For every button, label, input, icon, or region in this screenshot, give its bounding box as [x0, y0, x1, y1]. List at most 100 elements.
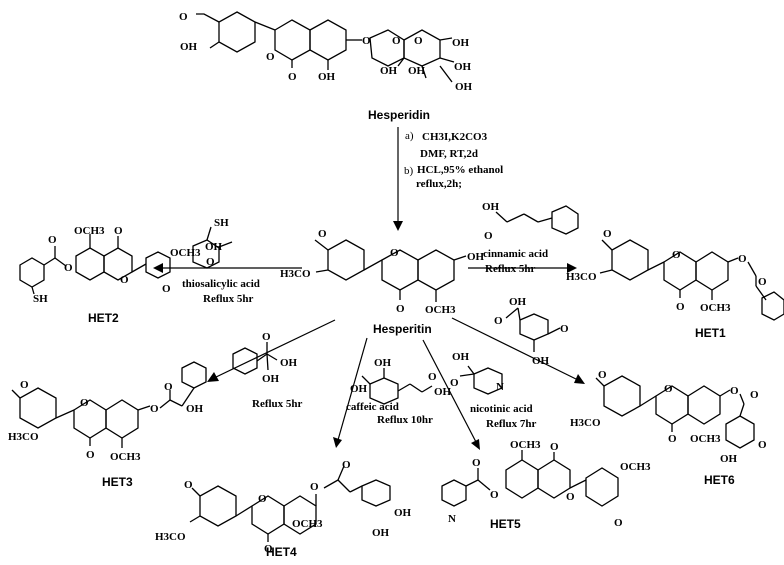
hesperidin-sugar-oh1: OH	[452, 37, 470, 49]
thiosalicylic-acid-structure	[192, 226, 233, 269]
step-a-reagents: CH3I,K2CO3	[422, 131, 488, 143]
vanillic-o: O	[494, 315, 503, 327]
hesperidin-oh-label: OH	[180, 41, 198, 53]
hesperitin-7-oh: OH	[467, 251, 485, 263]
het2-name: HET2	[88, 311, 119, 325]
nicotinic-o: O	[450, 377, 459, 389]
arrow-head-main	[393, 221, 403, 231]
het3-ring-o: O	[80, 397, 89, 409]
het3-oh: OH	[186, 403, 204, 415]
caffeic-oh: OH	[434, 386, 452, 398]
het2-methoxy-o: O	[162, 283, 171, 295]
hesperitin-keto-o: O	[396, 303, 405, 315]
arrow-head-het1	[567, 263, 577, 273]
het2-carbonyl-o: O	[48, 234, 57, 246]
het6-carbonyl-o: O	[750, 389, 759, 401]
het4-h3co: H3CO	[155, 531, 186, 543]
het2-och3: OCH3	[74, 225, 105, 237]
het6-methoxy-o: O	[598, 369, 607, 381]
hesperidin-ring-o: O	[266, 51, 275, 63]
het6-oh: OH	[720, 453, 738, 465]
mandelic-o: O	[262, 331, 271, 343]
hesperitin-name: Hesperitin	[373, 322, 432, 336]
hesperidin-sugar-oh4: OH	[454, 61, 472, 73]
vanillic-oh2: OH	[532, 355, 550, 367]
hesperidin-5-oh: OH	[318, 71, 336, 83]
het4-och3: OCH3	[292, 518, 323, 530]
het2-keto-o: O	[114, 225, 123, 237]
het1-ring-o: O	[672, 249, 681, 261]
het5-carbonyl-o: O	[472, 457, 481, 469]
het2-ester-o: O	[64, 262, 73, 274]
het3-methoxy-o: O	[20, 379, 29, 391]
nicotinic-n: N	[496, 381, 504, 393]
het4-oh2: OH	[372, 527, 390, 539]
arrow-to-het5	[422, 339, 477, 443]
step-a-label: a)	[405, 130, 414, 142]
caffeic-o: O	[428, 371, 437, 383]
het5-keto-o: O	[550, 441, 559, 453]
het1-time: Reflux 5hr	[485, 263, 536, 275]
het5-och3-b: OCH3	[620, 461, 651, 473]
het6-ester-o: O	[730, 385, 739, 397]
het5-structure	[441, 450, 619, 507]
mandelic-oh2: OH	[262, 373, 280, 385]
het4-methoxy-o: O	[184, 479, 193, 491]
hesperidin-sugar-o1: O	[392, 35, 401, 47]
thiosalicylic-o: O	[206, 256, 215, 268]
het4-oh1: OH	[394, 507, 412, 519]
vanillic-acid-structure	[505, 307, 561, 352]
arrow-to-het4	[337, 337, 368, 441]
hesperidin-glyco-o: O	[362, 35, 371, 47]
het1-keto-o: O	[676, 301, 685, 313]
het3-h3co: H3CO	[8, 431, 39, 443]
het3-name: HET3	[102, 475, 133, 489]
het5-ring-o: O	[566, 491, 575, 503]
arrow-head-het2	[153, 263, 163, 273]
het1-methoxy-o: O	[603, 228, 612, 240]
het2-time: Reflux 5hr	[203, 293, 254, 305]
cinnamic-acid-o: O	[484, 230, 493, 242]
hesperitin-ring-o: O	[390, 247, 399, 259]
het2-och3-b: OCH3	[170, 247, 201, 259]
caffeic-acid-structure	[361, 368, 433, 405]
het6-name: HET6	[704, 473, 735, 487]
hesperitin-structure	[314, 239, 467, 302]
hesperidin-keto-o: O	[288, 71, 297, 83]
hesperidin-sugar-oh3: OH	[408, 65, 426, 77]
thiosalicylic-oh: OH	[205, 241, 223, 253]
arrow-head-het5	[471, 439, 480, 450]
vanillic-oh: OH	[509, 296, 527, 308]
het1-carbonyl-o: O	[758, 276, 767, 288]
cinnamic-acid-structure	[495, 205, 579, 235]
het5-och3: OCH3	[510, 439, 541, 451]
het6-h3co: H3CO	[570, 417, 601, 429]
nicotinic-oh: OH	[452, 351, 470, 363]
het6-och3: OCH3	[690, 433, 721, 445]
het3-ester-o: O	[150, 403, 159, 415]
het5-methoxy-o: O	[614, 517, 623, 529]
step-b-time: reflux,2h;	[416, 178, 462, 190]
het2-ring-o: O	[120, 274, 129, 286]
vanillic-methoxy-o: O	[560, 323, 569, 335]
het1-structure	[599, 239, 784, 321]
caffeic-ho2: OH	[350, 383, 368, 395]
het4-reagent: caffeic acid	[346, 401, 399, 413]
hesperitin-h3co: H3CO	[280, 268, 311, 280]
het4-ring-o: O	[258, 493, 267, 505]
arrow-head-het3	[207, 372, 219, 382]
arrow-head-het4	[333, 437, 342, 448]
het5-n: N	[448, 513, 456, 525]
het4-ester-o: O	[310, 481, 319, 493]
het3-time: Reflux 5hr	[252, 398, 303, 410]
het1-ester-o: O	[738, 253, 747, 265]
het2-sh: SH	[33, 293, 48, 305]
hesperitin-methoxy-o: O	[318, 228, 327, 240]
het2-reagent: thiosalicylic acid	[182, 278, 260, 290]
het6-ring-o: O	[664, 383, 673, 395]
het2-structure	[19, 234, 171, 295]
het6-structure	[595, 375, 755, 449]
hesperidin-sugar-oh2: OH	[380, 65, 398, 77]
het6-keto-o: O	[668, 433, 677, 445]
